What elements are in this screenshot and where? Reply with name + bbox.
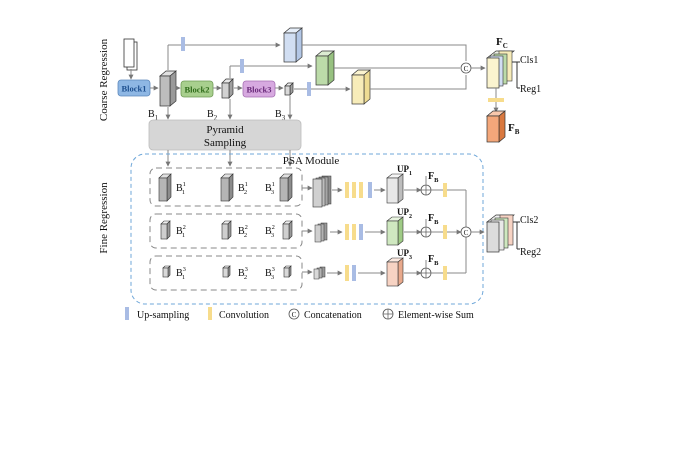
row1-sum <box>420 184 432 196</box>
fine-regression-label: Fine Regression <box>98 182 110 254</box>
pyramid-sampling-box: Pyramid Sampling <box>148 119 302 151</box>
row1-conv-3 <box>359 182 363 198</box>
block3-label: Block3 <box>246 85 271 95</box>
row3-fb-label: FB <box>428 254 439 267</box>
upsampled-feature-yellow <box>351 69 371 105</box>
up1-label: UP1 <box>397 164 412 177</box>
upsample-mark-top <box>181 37 185 51</box>
legend-convolution-swatch <box>208 307 212 320</box>
legend-element-sum-label: Element-wise Sum <box>398 310 474 321</box>
row2-conv-1 <box>345 224 349 240</box>
legend-concatenation-label: Concatenation <box>304 310 362 321</box>
upsample-mark-low <box>307 82 311 96</box>
row1-b3-map <box>279 173 293 202</box>
row2-b2-map <box>221 220 232 240</box>
row2-b3-map <box>282 220 293 240</box>
fc-feature <box>485 50 516 89</box>
legend-upsampling-swatch <box>125 307 129 320</box>
row3-upsample <box>352 265 356 281</box>
row1-upsample <box>368 182 372 198</box>
up3-label: UP3 <box>397 248 412 261</box>
reg2-label: Reg2 <box>520 247 541 258</box>
pyramid-line2: Sampling <box>204 137 247 149</box>
upsample-mark-mid <box>240 59 244 73</box>
coarse-regression-label: Coarse Regression <box>98 38 110 121</box>
fc-label: FC <box>496 36 508 50</box>
b2-label: B2 <box>207 109 218 122</box>
upsampled-feature-blue <box>283 27 303 63</box>
row3-b2-map <box>222 265 231 278</box>
block2-label: Block2 <box>184 85 209 95</box>
row3-conv-out <box>443 266 447 280</box>
row2-fb-label: FB <box>428 213 439 226</box>
legend-upsampling-label: Up-sampling <box>137 310 189 321</box>
concat-symbol-coarse: C <box>460 62 472 74</box>
cls1-label: Cls1 <box>520 55 538 66</box>
row1-fb-label: FB <box>428 171 439 184</box>
input-image <box>123 38 138 71</box>
block1-box: Block1 <box>117 79 151 97</box>
row2-upsample <box>359 224 363 240</box>
row3-b3-map <box>283 265 292 278</box>
svg-text:C: C <box>464 229 469 237</box>
row1-concat-stack <box>312 175 332 208</box>
row1-b2-map <box>220 173 234 202</box>
fine-output-feature <box>485 214 516 253</box>
upsampled-feature-green <box>315 50 335 86</box>
row1-conv-out <box>443 183 447 197</box>
svg-text:C: C <box>292 311 297 319</box>
legend-concat-icon: C <box>288 308 300 320</box>
row3-b1-map <box>162 265 171 278</box>
b2-feature-map <box>221 78 234 99</box>
row3-sum <box>420 267 432 279</box>
row2-conv-2 <box>352 224 356 240</box>
legend-sum-icon <box>382 308 394 320</box>
row3-conv-1 <box>345 265 349 281</box>
svg-text:C: C <box>464 65 469 73</box>
block1-label: Block1 <box>121 84 146 94</box>
legend-convolution-label: Convolution <box>219 310 269 321</box>
b1-feature-map <box>159 70 177 107</box>
b3-label: B3 <box>275 109 286 122</box>
up2-label: UP2 <box>397 207 412 220</box>
row1-b1-map <box>158 173 172 202</box>
row2-concat-stack <box>314 222 328 243</box>
block2-box: Block2 <box>180 80 214 98</box>
reg1-label: Reg1 <box>520 84 541 95</box>
row2-sum <box>420 226 432 238</box>
row2-conv-out <box>443 225 447 239</box>
up3-feature <box>386 257 404 287</box>
row1-conv-2 <box>352 182 356 198</box>
row2-b1-map <box>160 220 171 240</box>
up2-feature <box>386 216 404 246</box>
b3-feature-map <box>284 82 294 96</box>
block3-box: Block3 <box>242 80 276 98</box>
pyramid-line1: Pyramid <box>206 124 244 136</box>
b1-label: B1 <box>148 109 159 122</box>
cls2-label: Cls2 <box>520 215 538 226</box>
psa-module-title: PSA Module <box>283 155 340 167</box>
row1-group <box>149 167 303 207</box>
concat-symbol-fine: C <box>460 226 472 238</box>
up1-feature <box>386 173 404 204</box>
fb-label-top: FB <box>508 122 520 136</box>
psa-module-container <box>130 153 484 305</box>
row1-conv-1 <box>345 182 349 198</box>
fb-feature <box>486 110 506 143</box>
row3-concat-stack <box>313 266 326 280</box>
row3-group <box>149 255 303 291</box>
conv-mark-fb <box>488 98 504 102</box>
